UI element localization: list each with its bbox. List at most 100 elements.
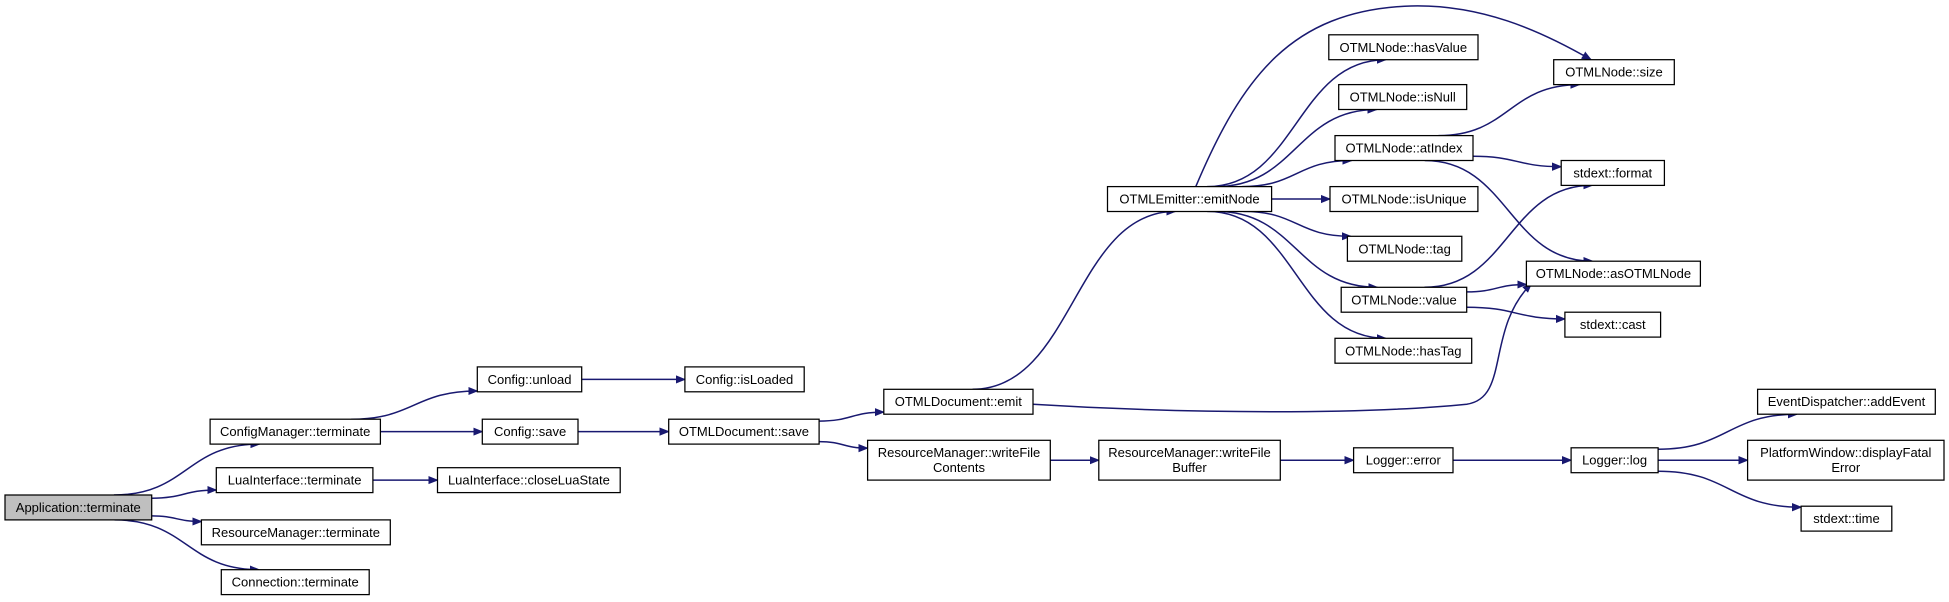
edge-line — [1032, 284, 1532, 413]
node-box — [1570, 447, 1659, 474]
node-eventdispatcher-addevent[interactable]: EventDispatcher::addEvent — [1756, 388, 1936, 415]
node-box — [220, 569, 370, 596]
node-logger-error[interactable]: Logger::error — [1352, 447, 1454, 474]
node-label: OTMLNode::asOTMLNode — [1536, 266, 1691, 281]
node-configmgr-terminate[interactable]: ConfigManager::terminate — [209, 418, 382, 445]
node-label: Config::save — [494, 424, 566, 439]
node-box — [1564, 311, 1662, 338]
node-label: ResourceManager::writeFile — [878, 445, 1041, 460]
node-label: OTMLNode::value — [1351, 292, 1457, 307]
call-edge-otmlnode_value-to-stdext_format — [1424, 185, 1592, 289]
node-box — [1800, 505, 1893, 532]
node-otmlnode-size[interactable]: OTMLNode::size — [1553, 59, 1675, 86]
node-otmldoc-save[interactable]: OTMLDocument::save — [668, 418, 820, 445]
node-box — [436, 467, 621, 494]
node-lua-terminate[interactable]: LuaInterface::terminate — [215, 467, 374, 494]
call-edge-otmlnode_atindex-to-stdext_format — [1472, 155, 1561, 167]
node-box — [866, 439, 1051, 481]
node-logger-log[interactable]: Logger::log — [1570, 447, 1659, 474]
node-box — [215, 467, 374, 494]
node-label: Config::isLoaded — [696, 372, 794, 387]
call-edge-otmldoc_save-to-resmgr_writefilecontents — [819, 440, 868, 449]
call-edge-otmlemitter_emitnode-to-otmlnode_atindex — [1241, 161, 1352, 188]
edge-line — [1472, 155, 1561, 167]
node-box — [1338, 83, 1468, 111]
node-label: OTMLNode::hasTag — [1345, 343, 1461, 358]
node-box — [1328, 34, 1479, 61]
node-label: stdext::time — [1813, 511, 1879, 526]
node-box — [1553, 59, 1675, 86]
node-config-isloaded[interactable]: Config::isLoaded — [684, 366, 805, 393]
node-stdext-format[interactable]: stdext::format — [1560, 159, 1666, 187]
nodes: Application::terminate ConfigManager::ter… — [4, 34, 1945, 596]
edge-line — [114, 519, 260, 570]
node-otmlnode-hastag[interactable]: OTMLNode::hasTag — [1334, 337, 1473, 364]
call-edge-otmlemitter_emitnode-to-otmlnode_tag — [1243, 210, 1351, 236]
call-edge-otmlemitter_emitnode-to-otmlnode_isnull — [1215, 110, 1377, 188]
node-lua-closestate[interactable]: LuaInterface::closeLuaState — [436, 467, 621, 494]
node-otmlnode-value[interactable]: OTMLNode::value — [1340, 286, 1468, 313]
node-box — [1560, 159, 1666, 187]
node-box — [481, 418, 579, 445]
edge-line — [151, 515, 202, 522]
call-edge-otmlemitter_emitnode-to-otmlnode_size — [1195, 5, 1591, 187]
node-label: Logger::error — [1366, 453, 1442, 468]
node-label: OTMLDocument::save — [679, 424, 809, 439]
node-otmlnode-isunique[interactable]: OTMLNode::isUnique — [1329, 185, 1479, 213]
node-box — [1106, 185, 1273, 213]
node-label: ConfigManager::terminate — [220, 424, 370, 439]
edge-line — [1215, 110, 1377, 188]
call-edge-otmlemitter_emitnode-to-otmlnode_hastag — [1207, 210, 1386, 338]
node-label: OTMLNode::hasValue — [1339, 40, 1467, 55]
node-label: ResourceManager::terminate — [212, 525, 380, 540]
node-box — [684, 366, 805, 393]
edge-line — [1241, 161, 1352, 188]
node-otmlnode-hasvalue[interactable]: OTMLNode::hasValue — [1328, 34, 1479, 61]
node-config-unload[interactable]: Config::unload — [476, 366, 583, 393]
call-edge-otmlemitter_emitnode-to-otmlnode_hasvalue — [1207, 60, 1386, 188]
node-box — [1352, 447, 1454, 474]
node-otmlnode-tag[interactable]: OTMLNode::tag — [1346, 235, 1463, 262]
node-box — [1329, 185, 1479, 213]
node-box — [1756, 388, 1936, 415]
edge-line — [972, 211, 1176, 391]
node-otmlnode-asotmlnode[interactable]: OTMLNode::asOTMLNode — [1525, 260, 1702, 287]
call-edge-logger_log-to-eventdispatcher_addevent — [1658, 414, 1797, 450]
node-app-terminate[interactable]: Application::terminate — [4, 494, 153, 521]
call-edge-app_terminate-to-configmgr_terminate — [113, 444, 260, 496]
node-box — [1334, 337, 1473, 364]
edge-line — [1207, 60, 1386, 188]
edge-line — [1658, 414, 1797, 450]
node-resmgr-terminate[interactable]: ResourceManager::terminate — [200, 519, 391, 546]
call-edge-app_terminate-to-resmgr_terminate — [151, 515, 202, 522]
node-conn-terminate[interactable]: Connection::terminate — [220, 569, 370, 596]
node-label: OTMLNode::isUnique — [1342, 192, 1467, 207]
call-edge-otmldoc_emit-to-otmlnode_asotmlnode — [1032, 284, 1532, 413]
node-label: stdext::cast — [1580, 317, 1646, 332]
node-box — [1525, 260, 1702, 287]
node-box — [1746, 439, 1945, 481]
node-box — [668, 418, 820, 445]
call-edge-app_terminate-to-lua_terminate — [151, 490, 217, 499]
call-edge-otmlemitter_emitnode-to-otmlnode_value — [1215, 210, 1378, 287]
node-stdext-cast[interactable]: stdext::cast — [1564, 311, 1662, 338]
node-otmlnode-atindex[interactable]: OTMLNode::atIndex — [1334, 134, 1474, 162]
node-otmldoc-emit[interactable]: OTMLDocument::emit — [883, 388, 1034, 415]
node-label: OTMLEmitter::emitNode — [1119, 192, 1259, 207]
node-config-save[interactable]: Config::save — [481, 418, 579, 445]
node-label: Application::terminate — [16, 500, 141, 515]
node-label: PlatformWindow::displayFatal — [1760, 445, 1931, 460]
node-label: LuaInterface::closeLuaState — [448, 473, 610, 488]
edge-line — [1424, 159, 1593, 262]
edge-line — [1195, 5, 1591, 187]
node-stdext-time[interactable]: stdext::time — [1800, 505, 1893, 532]
node-box — [1340, 286, 1468, 313]
node-box — [476, 366, 583, 393]
node-otmlemitter-emitnode[interactable]: OTMLEmitter::emitNode — [1106, 185, 1273, 213]
node-box — [883, 388, 1034, 415]
node-otmlnode-isnull[interactable]: OTMLNode::isNull — [1338, 83, 1468, 111]
